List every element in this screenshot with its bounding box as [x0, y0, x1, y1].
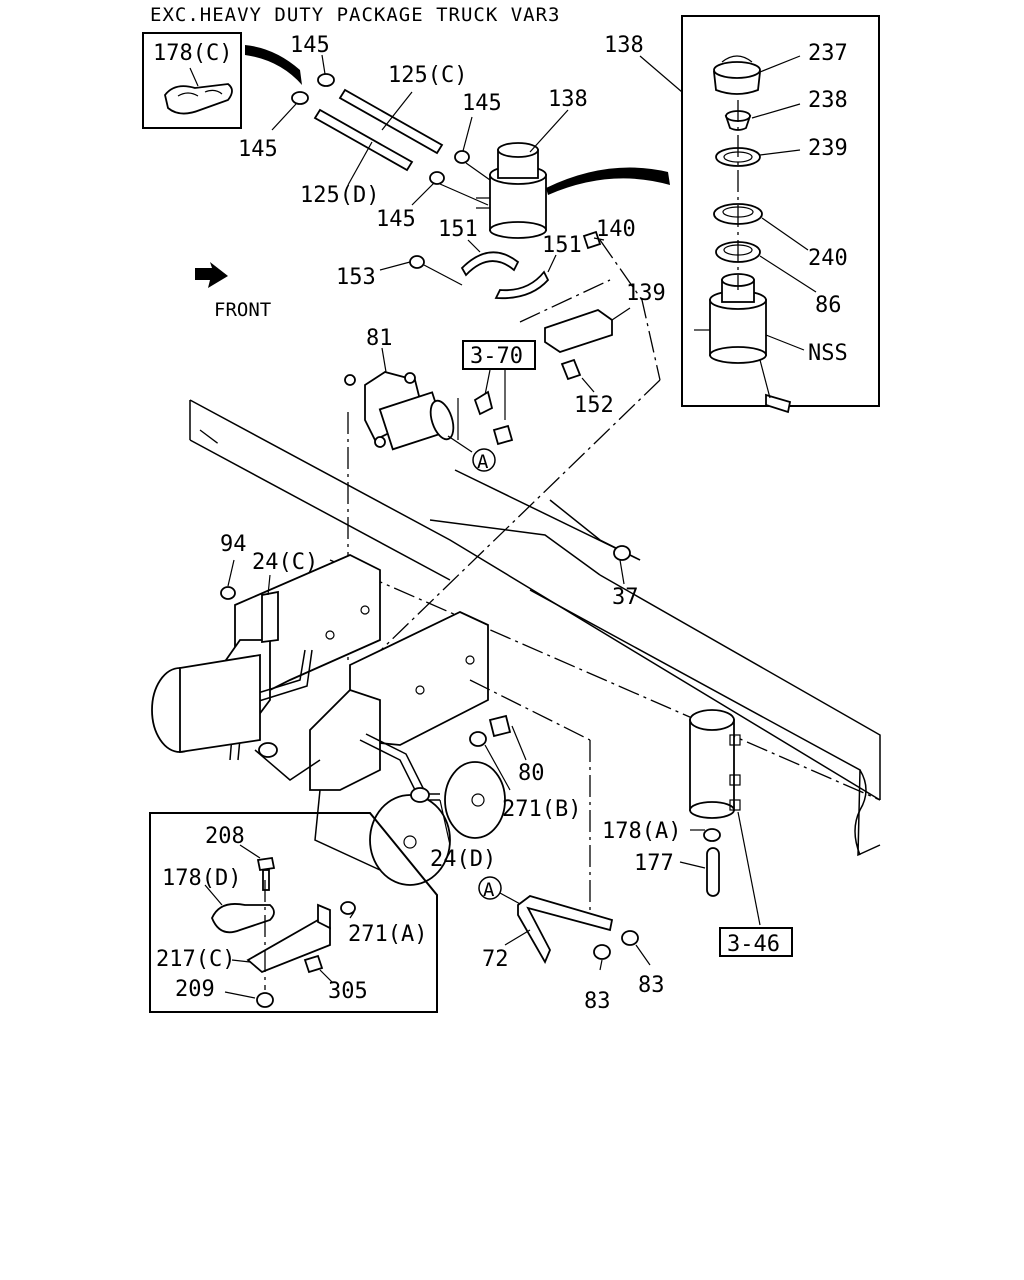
label-305[interactable]: 305 [328, 979, 368, 1004]
label-239[interactable]: 239 [808, 136, 848, 161]
reservoir-138-icon [476, 142, 547, 239]
label-271b[interactable]: 271(B) [502, 797, 581, 822]
ref-3-46[interactable]: 3-46 [727, 932, 780, 957]
label-151-right[interactable]: 151 [542, 233, 582, 258]
bracket-139-icon [544, 308, 613, 353]
bolt-152-icon [560, 358, 582, 381]
mounting-bracket-right [309, 611, 489, 791]
front-arrow-icon [195, 262, 228, 288]
inset-box-bottom-left [149, 812, 438, 1013]
callout-a-bottom-letter: A [483, 879, 495, 901]
label-178c: 178(C) [153, 41, 232, 66]
label-177[interactable]: 177 [634, 851, 674, 876]
label-271a[interactable]: 271(A) [348, 922, 427, 947]
bolt-140-icon [582, 230, 602, 250]
callout-a-top [472, 448, 496, 472]
label-238[interactable]: 238 [808, 88, 848, 113]
label-178d[interactable]: 178(D) [162, 866, 241, 891]
label-nss[interactable]: NSS [808, 341, 848, 366]
label-37[interactable]: 37 [612, 585, 639, 610]
bracket-72-icon [517, 895, 614, 965]
label-24c[interactable]: 24(C) [252, 550, 318, 575]
ref-box-3-46 [719, 927, 793, 957]
label-145-top[interactable]: 145 [290, 33, 330, 58]
solenoid-81-icon [344, 371, 514, 451]
diagram-title: EXC.HEAVY DUTY PACKAGE TRUCK VAR3 [150, 4, 561, 26]
front-label: FRONT [214, 299, 271, 321]
label-125c[interactable]: 125(C) [388, 63, 467, 88]
bolt-208-icon [256, 856, 276, 891]
hose-177-icon [706, 847, 720, 897]
frame-reservoir-icon [689, 709, 741, 819]
part-number-labels: 145 145 145 145 125(C) 125(D) 138 138 23… [156, 33, 848, 1014]
label-72[interactable]: 72 [482, 947, 509, 972]
label-140[interactable]: 140 [596, 217, 636, 242]
hose-125c [338, 88, 444, 155]
label-145-left[interactable]: 145 [238, 137, 278, 162]
label-151-left[interactable]: 151 [438, 217, 478, 242]
ref-box-3-70 [462, 340, 536, 370]
callout-a-bottom [478, 876, 502, 900]
nut-153-icon [409, 255, 425, 269]
label-24d[interactable]: 24(D) [430, 847, 496, 872]
label-237[interactable]: 237 [808, 41, 848, 66]
ref-3-70[interactable]: 3-70 [470, 344, 523, 369]
label-209[interactable]: 209 [175, 977, 215, 1002]
label-83-right[interactable]: 83 [638, 973, 665, 998]
nut-271a-icon [340, 901, 356, 915]
cap-237-icon [712, 55, 762, 95]
nut-83a-icon [593, 944, 611, 960]
inset-box-178c [142, 32, 242, 129]
label-80[interactable]: 80 [518, 761, 545, 786]
label-178a[interactable]: 178(A) [602, 819, 681, 844]
callout-a-top-letter: A [477, 451, 489, 473]
label-138-exploded[interactable]: 138 [604, 33, 644, 58]
fitting-icons [220, 545, 631, 803]
plate-217c-icon [246, 918, 331, 974]
bolt-305-icon [303, 954, 324, 974]
label-208[interactable]: 208 [205, 824, 245, 849]
chamber-left-icon [151, 653, 261, 754]
clip-178c-icon [164, 67, 233, 115]
label-94[interactable]: 94 [220, 532, 247, 557]
pointer-arrow-178c [245, 45, 302, 85]
label-152[interactable]: 152 [574, 393, 614, 418]
label-217c[interactable]: 217(C) [156, 947, 235, 972]
nut-209-icon [256, 992, 274, 1008]
label-81[interactable]: 81 [366, 326, 393, 351]
clamp-178a-icon [703, 828, 721, 842]
label-240[interactable]: 240 [808, 246, 848, 271]
label-145-right[interactable]: 145 [462, 91, 502, 116]
label-145-bottom[interactable]: 145 [376, 207, 416, 232]
frame-rail [189, 399, 881, 857]
nut-83b-icon [621, 930, 639, 946]
label-125d[interactable]: 125(D) [300, 183, 379, 208]
label-86[interactable]: 86 [815, 293, 842, 318]
label-139[interactable]: 139 [626, 281, 666, 306]
reservoir-nss-icon [694, 273, 792, 414]
band-151-icons [460, 251, 550, 300]
label-83-left[interactable]: 83 [584, 989, 611, 1014]
chamber-right-icon [369, 761, 506, 886]
clip-178d-icon [211, 903, 275, 934]
pointer-arrow-138 [546, 167, 670, 195]
clamp-145-icons [291, 73, 470, 185]
label-138-reservoir[interactable]: 138 [548, 87, 588, 112]
hose-125d [313, 108, 414, 172]
label-153[interactable]: 153 [336, 265, 376, 290]
